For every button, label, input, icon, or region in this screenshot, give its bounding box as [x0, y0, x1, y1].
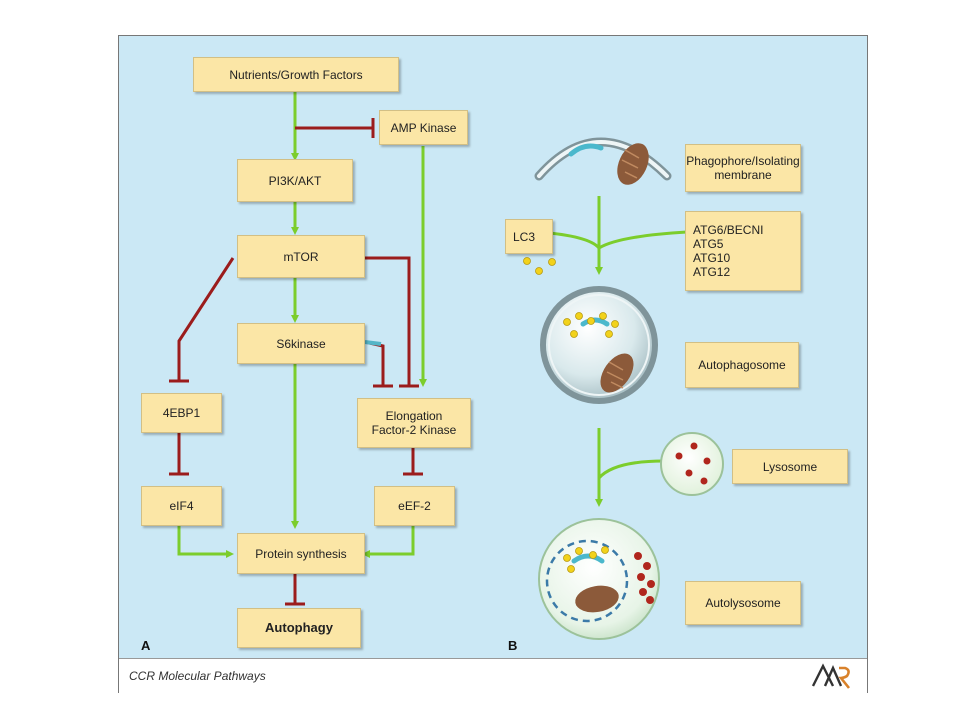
lysosome-connector	[597, 459, 665, 480]
lysosome-vesicle	[660, 432, 724, 496]
atg-item-1: ATG6/BECNI	[693, 223, 764, 237]
node-protein-synthesis: Protein synthesis	[237, 533, 365, 574]
figure-frame: Nutrients/Growth Factors AMP Kinase PI3K…	[118, 35, 868, 693]
cargo-protein	[568, 143, 604, 157]
node-ampk: AMP Kinase	[379, 110, 468, 145]
node-phagophore-line2: membrane	[714, 168, 772, 182]
node-lc3: LC3	[505, 219, 553, 254]
atg-item-2: ATG5	[693, 237, 724, 251]
node-nutrients: Nutrients/Growth Factors	[193, 57, 399, 92]
node-atg-list: ATG6/BECNI ATG5 ATG10 ATG12	[685, 211, 801, 291]
node-autophagy: Autophagy	[237, 608, 361, 648]
atg-item-3: ATG10	[693, 251, 731, 265]
node-autolysosome: Autolysosome	[685, 581, 801, 625]
node-phagophore-line1: Phagophore/Isolating	[686, 154, 800, 168]
node-eef2k: Elongation Factor-2 Kinase	[357, 398, 471, 448]
node-eif4: eIF4	[141, 486, 222, 526]
panel-b-label: B	[508, 638, 518, 653]
atg-connector	[598, 230, 688, 250]
figure-footer: CCR Molecular Pathways	[119, 658, 867, 693]
arrow-eif4-protein	[177, 526, 234, 558]
node-mtor: mTOR	[237, 235, 365, 278]
mitochondrion	[617, 143, 649, 185]
autophagosome-vesicle	[540, 286, 658, 404]
panel-a-label: A	[141, 638, 151, 653]
journal-name: CCR Molecular Pathways	[129, 669, 266, 683]
node-4ebp1: 4EBP1	[141, 393, 222, 433]
pathway-diagram	[169, 92, 724, 640]
node-eef2k-line1: Elongation	[385, 409, 443, 423]
autolysosome-vesicle	[538, 518, 660, 640]
lc3-particles	[523, 257, 556, 275]
panel-a-connectors	[169, 92, 427, 606]
arrow-eef2-protein	[362, 526, 415, 558]
node-eef2k-line2: Factor-2 Kinase	[371, 423, 457, 437]
atg-item-4: ATG12	[693, 265, 731, 279]
aacr-logo-icon	[811, 663, 851, 689]
node-pi3k: PI3K/AKT	[237, 159, 353, 202]
figure-panel: Nutrients/Growth Factors AMP Kinase PI3K…	[119, 36, 867, 658]
node-eef2: eEF-2	[374, 486, 455, 526]
inhibit-s6k-eef2k	[364, 340, 385, 386]
node-autophagosome: Autophagosome	[685, 342, 799, 388]
inhibit-mtor-eef2k	[365, 256, 411, 386]
inhibit-mtor-4ebp1	[177, 257, 235, 381]
node-s6kinase: S6kinase	[237, 323, 365, 364]
node-lysosome: Lysosome	[732, 449, 848, 484]
panel-b-graphics	[523, 137, 724, 640]
node-phagophore: Phagophore/Isolating membrane	[685, 144, 801, 192]
